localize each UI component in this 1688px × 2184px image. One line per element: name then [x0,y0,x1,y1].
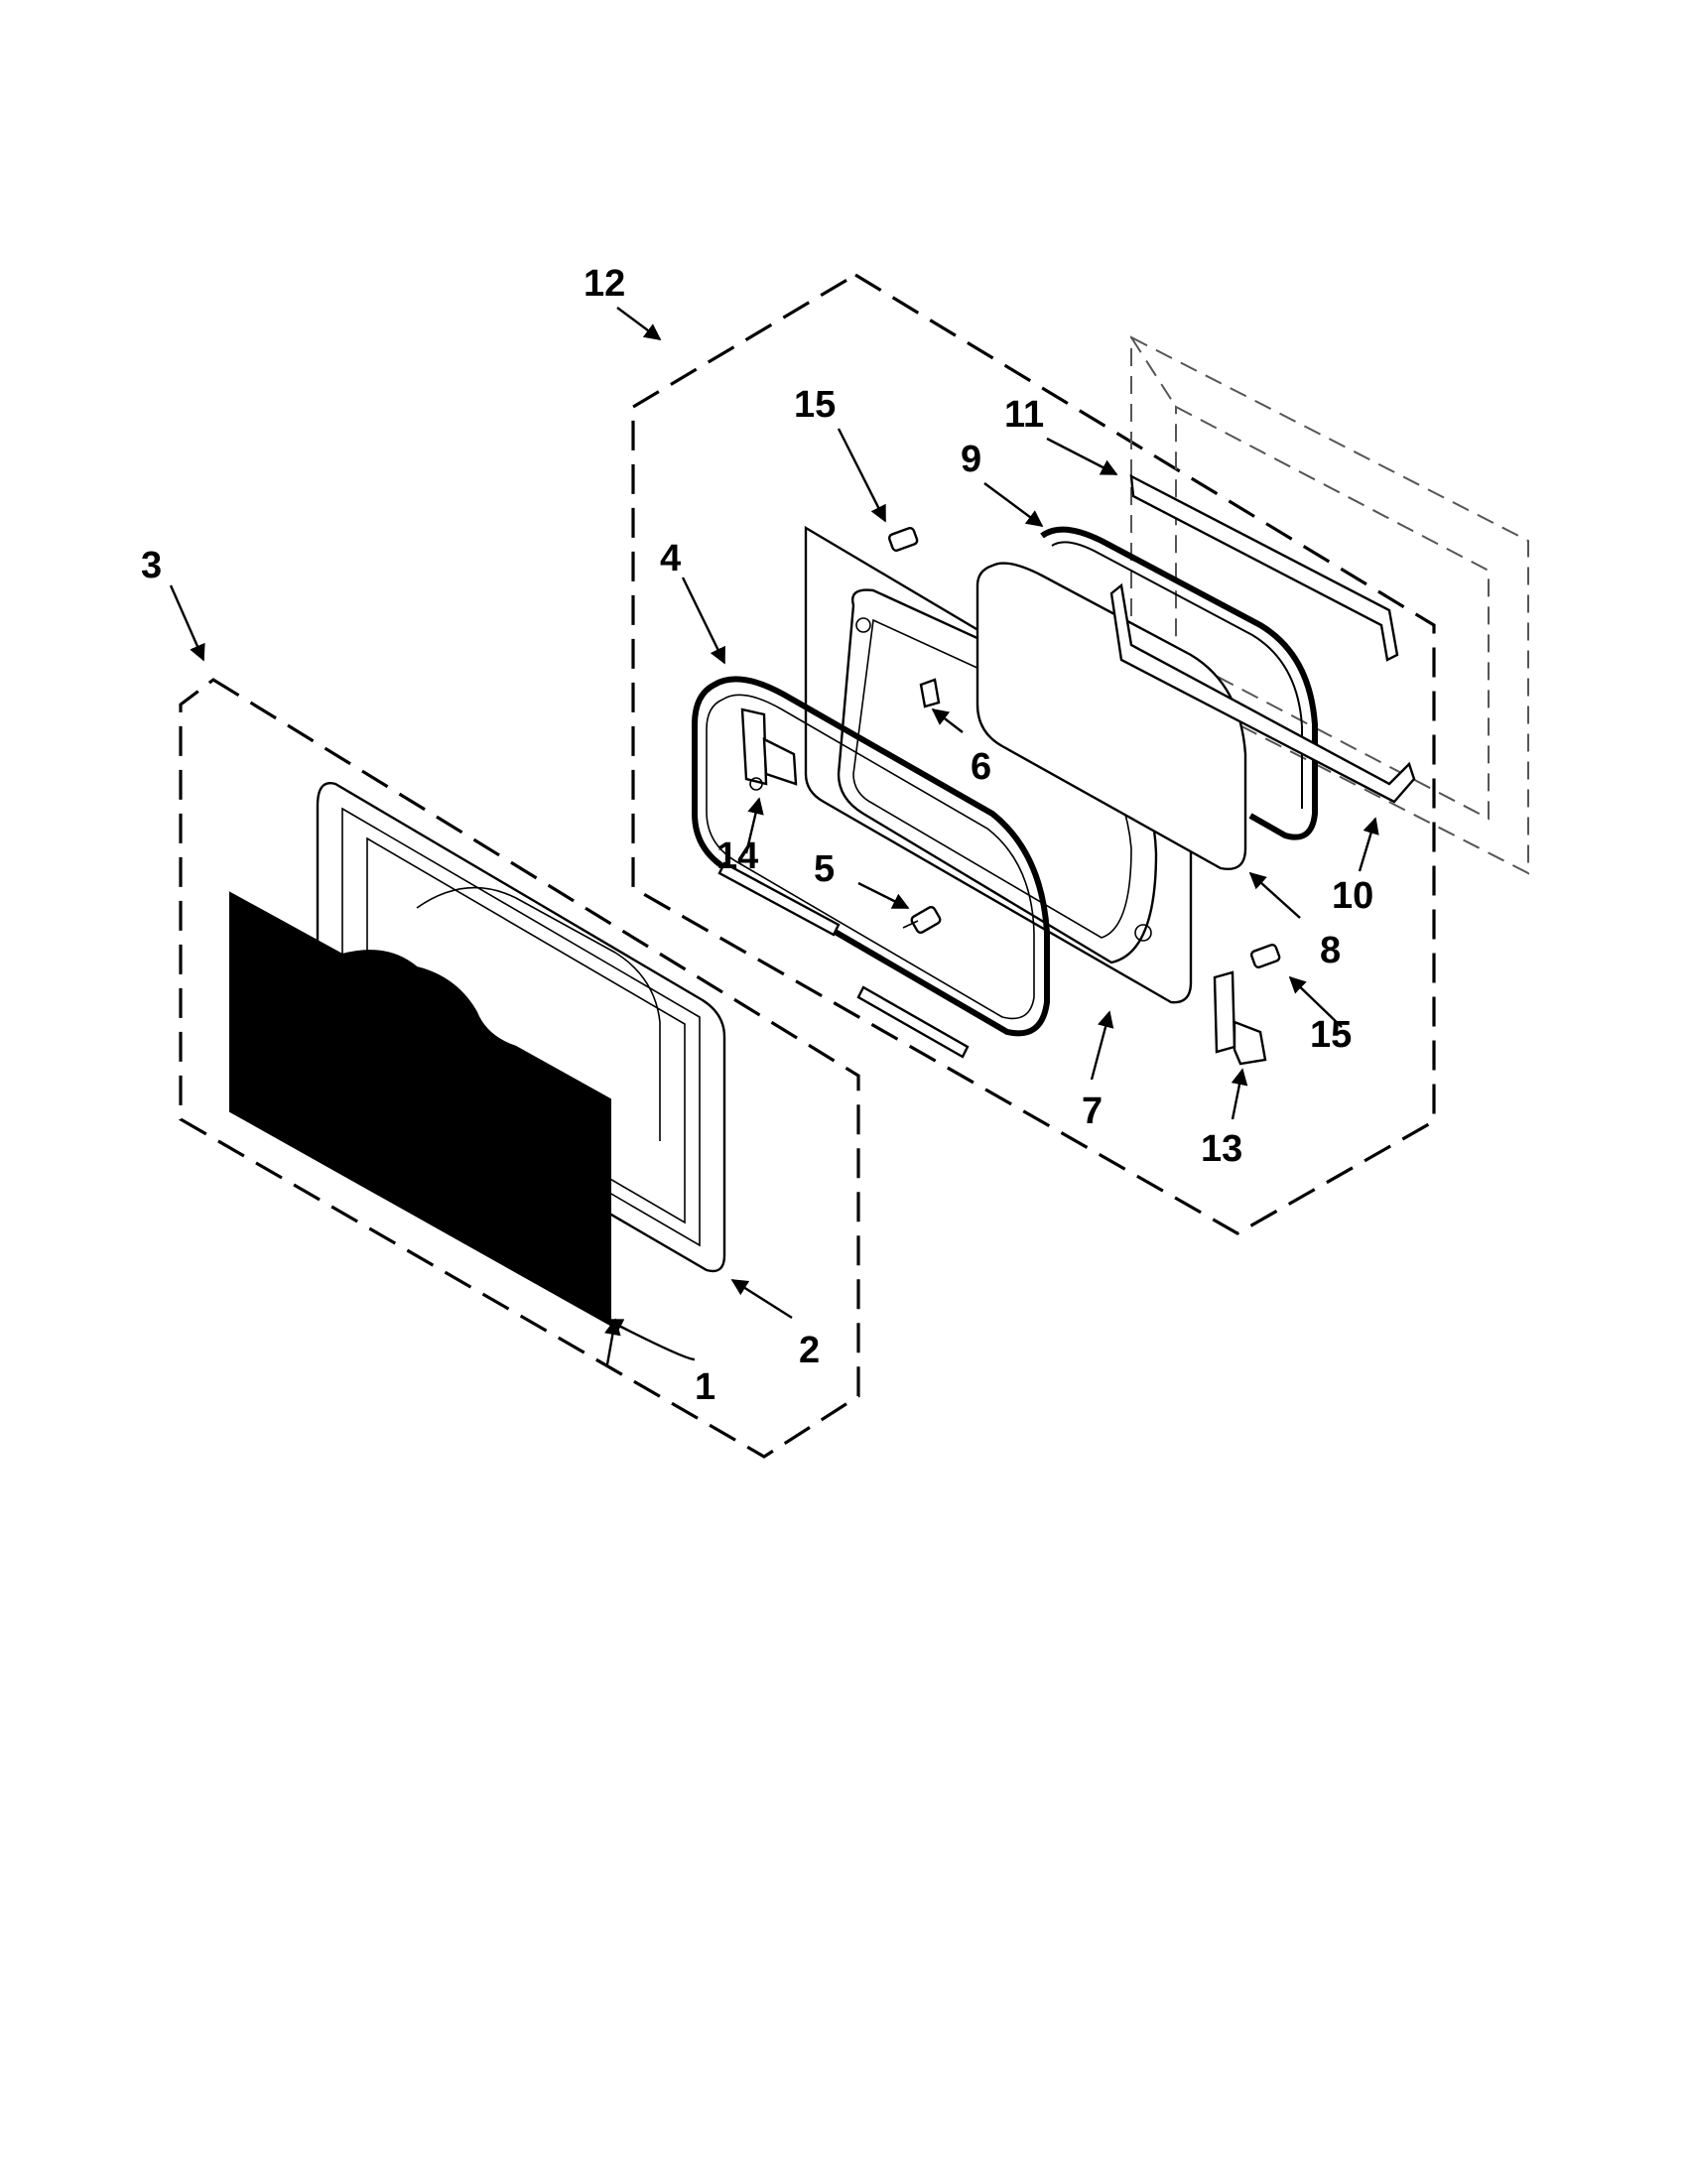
callout-labels: 1 2 3 4 5 6 7 8 9 10 11 12 13 14 15 15 [141,263,1373,1408]
clip-part-6 [919,678,941,708]
callout-4: 4 [660,538,681,579]
inner-door-part-7 [804,525,1193,1004]
callout-3: 3 [141,545,162,586]
trim-brackets-part-10-11 [1109,473,1416,804]
callout-13: 13 [1201,1128,1242,1170]
callout-9: 9 [961,439,981,480]
window-gasket-part-9 [1040,526,1318,840]
callout-10: 10 [1332,875,1373,917]
upper-hinge-part-14 [740,707,798,791]
door-frame-part-2 [316,782,726,1273]
assembly-3-boundary [179,678,860,1459]
assembly-12-boundary [631,273,1436,1235]
door-panel-part-1 [229,891,611,1327]
leader-lines [169,307,1379,1365]
callout-6: 6 [971,746,991,788]
callout-7: 7 [1082,1091,1103,1132]
callout-15-bottom: 15 [1310,1014,1352,1056]
door-seal-part-4-inner [706,694,1035,1020]
callout-2: 2 [799,1330,820,1371]
screw-part-5 [902,905,942,935]
glass-window-part-8 [975,562,1247,870]
screw-part-15-top [887,526,919,552]
window-gasket-part-9-inner [1051,541,1303,809]
callout-14: 14 [716,835,758,877]
door-seal-part-4 [692,676,1050,1037]
callout-12: 12 [584,263,625,305]
lower-hinge-part-13 [1213,970,1267,1066]
callout-11: 11 [1004,394,1044,436]
callout-15-top: 15 [794,384,836,426]
callout-5: 5 [814,848,835,890]
callout-1: 1 [695,1366,715,1408]
callout-8: 8 [1320,930,1341,971]
gasket-clip-strips [717,861,970,1059]
screw-part-15-bottom [1249,943,1281,968]
